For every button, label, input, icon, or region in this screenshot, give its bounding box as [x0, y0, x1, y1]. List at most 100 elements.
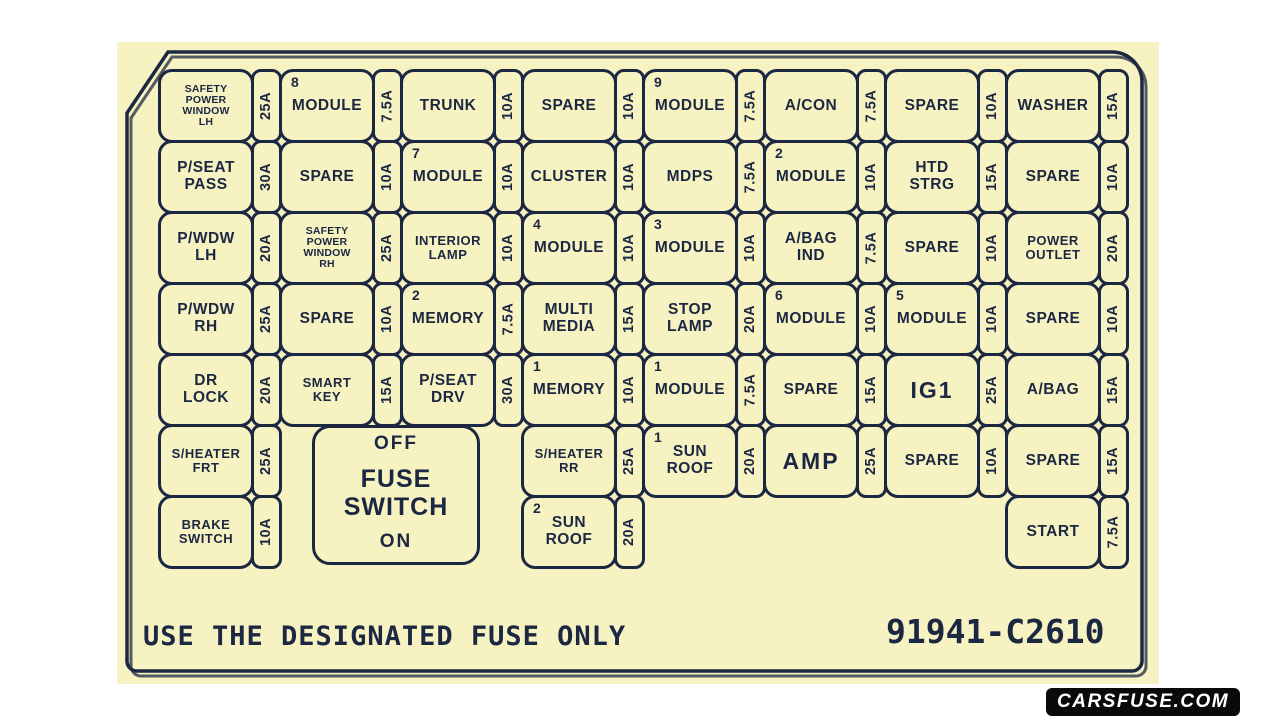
fuse-spare: SPARE [763, 353, 859, 427]
fuse-washer: WASHER [1005, 69, 1101, 143]
fuse-label-line: AMP [782, 447, 840, 474]
fuse-label-line: BRAKE [181, 516, 231, 532]
fuse-amp-sun-roof: 20A [614, 495, 645, 569]
fuse-label-line: ROOF [545, 531, 593, 548]
fuse-label-line: SMART [302, 374, 352, 390]
fuse-spare: SPARE [279, 282, 375, 356]
fuse-amp-stop-lamp: 20A [735, 282, 766, 356]
amp-rating-text: 10A [621, 375, 638, 405]
fuse-label-line: SWITCH [178, 531, 234, 546]
fuse-amp-spare: 10A [372, 140, 403, 214]
fuse-amp-module: 7.5A [372, 69, 403, 143]
fuse-label-line: MODULE [896, 309, 968, 327]
fuse-label-line: FRT [192, 460, 220, 475]
fuse-switch-on-label: ON [379, 531, 413, 552]
fuse-amp-spare: 10A [977, 69, 1008, 143]
fuse-number-sun-roof: 2 [533, 500, 541, 516]
fuse-amp-module: 10A [856, 282, 887, 356]
fuse-amp-amp: 25A [856, 424, 887, 498]
fuse-switch-off-label: OFF [374, 433, 418, 454]
fuse-label-line: POWER [185, 93, 227, 106]
fuse-amp-module: 7.5A [735, 69, 766, 143]
fuse-label-line: MODULE [654, 238, 726, 256]
fuse-label-line: DRV [431, 389, 465, 406]
amp-rating-text: 10A [1105, 304, 1122, 334]
fuse-amp-multi-media: 15A [614, 282, 645, 356]
fuse-label-line: CLUSTER [530, 167, 608, 185]
amp-rating-text: 10A [984, 446, 1001, 476]
fuse-number-module: 2 [775, 145, 783, 161]
fuse-ig1: IG1 [884, 353, 980, 427]
fuse-acon: A/CON [763, 69, 859, 143]
fuse-label-line: MODULE [775, 309, 847, 327]
fuse-spare: SPARE [279, 140, 375, 214]
fuse-label-line: MEMORY [411, 309, 485, 327]
fuse-cluster: CLUSTER [521, 140, 617, 214]
fuse-number-memory: 2 [412, 287, 420, 303]
fuse-label-line: IND [796, 247, 826, 264]
fuse-label-line: RH [194, 318, 218, 335]
amp-rating-text: 10A [1105, 162, 1122, 192]
fuse-spare: SPARE [884, 424, 980, 498]
amp-rating-text: 10A [742, 233, 759, 263]
fuse-label-line: MODULE [775, 167, 847, 185]
fuse-spare: SPARE [1005, 140, 1101, 214]
fuse-label-line: INTERIOR [414, 232, 482, 248]
fuse-label-line: MODULE [533, 238, 605, 256]
fuse-label-line: LAMP [428, 247, 468, 262]
fuse-amp-pwdw-rh: 25A [251, 282, 282, 356]
fuse-amp-interior-lamp: 10A [493, 211, 524, 285]
amp-rating-text: 7.5A [1105, 515, 1122, 549]
fuse-label-line: MODULE [412, 167, 484, 185]
fuse-label-line: P/SEAT [177, 159, 235, 177]
fuse-label-line: LH [198, 116, 214, 129]
fuse-number-module: 1 [654, 358, 662, 374]
fuse-label-line: SPARE [1025, 309, 1081, 327]
amp-rating-text: 25A [258, 304, 275, 334]
fuse-amp-spare: 15A [856, 353, 887, 427]
fuse-label-line: START [1026, 522, 1080, 540]
amp-rating-text: 15A [984, 162, 1001, 192]
fuse-label-line: MODULE [291, 96, 363, 114]
amp-rating-text: 15A [1105, 446, 1122, 476]
amp-rating-text: 25A [379, 233, 396, 263]
fuse-switch-title: FUSE SWITCH [344, 465, 449, 521]
fuse-amp-smart-key: 15A [372, 353, 403, 427]
amp-rating-text: 10A [984, 91, 1001, 121]
fuse-amp-dr-lock: 20A [251, 353, 282, 427]
fuse-amp-memory: 10A [614, 353, 645, 427]
fuse-amp-brake-switch: 10A [251, 495, 282, 569]
amp-rating-text: 25A [621, 446, 638, 476]
amp-rating-text: 20A [1105, 233, 1122, 263]
amp-rating-text: 10A [621, 233, 638, 263]
fuse-number-module: 4 [533, 216, 541, 232]
fuse-amp: AMP [763, 424, 859, 498]
fuse-number-sun-roof: 1 [654, 429, 662, 445]
fuse-amp-start: 7.5A [1098, 495, 1129, 569]
amp-rating-text: 15A [1105, 375, 1122, 405]
amp-rating-text: 20A [742, 304, 759, 334]
fuse-label-line: MEMORY [532, 380, 606, 398]
amp-rating-text: 10A [621, 91, 638, 121]
fuse-label-line: RH [319, 258, 335, 271]
fuse-amp-abag-ind: 7.5A [856, 211, 887, 285]
amp-rating-text: 10A [863, 162, 880, 192]
amp-rating-text: 30A [500, 375, 517, 405]
fuse-amp-sheater-rr: 25A [614, 424, 645, 498]
fuse-label-line: SPARE [541, 96, 597, 114]
amp-rating-text: 10A [379, 162, 396, 192]
fuse-amp-module: 7.5A [735, 353, 766, 427]
